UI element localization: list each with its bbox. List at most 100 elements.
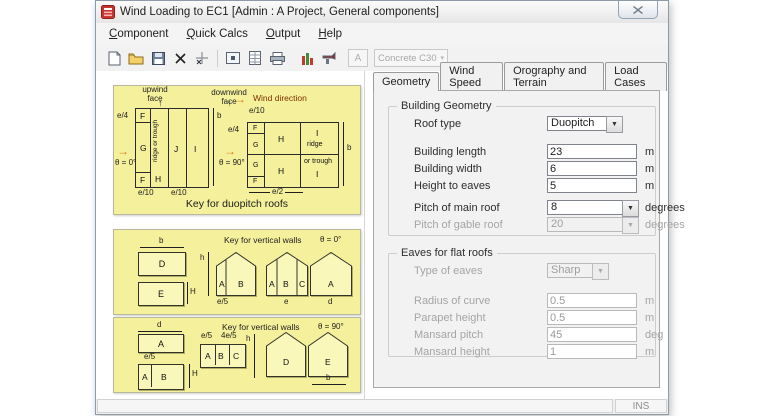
preview-button[interactable] [222,48,244,68]
parapet-height-label: Parapet height [414,312,486,324]
ridge-label: ridge [307,141,323,148]
geometry-tab-panel: Building Geometry Roof type Duopitch ▼ B… [373,90,685,388]
roof-type-combo[interactable]: Duopitch ▼ [547,116,623,133]
open-button[interactable] [125,48,147,68]
tab-wind-speed[interactable]: Wind Speed [440,62,504,91]
delete-point-button[interactable] [191,48,213,68]
window-title: Wind Loading to EC1 [Admin : A Project, … [120,6,439,18]
tab-geometry[interactable]: Geometry [373,72,440,91]
building-length-unit: m [645,146,655,158]
dim-label: e/10 [138,188,154,197]
radius-of-curve-unit: m [645,295,655,307]
house-outline [266,332,306,377]
client-area: → Wind direction upwind face ↑ downwind … [96,62,685,399]
up-arrow-icon: ↑ [158,98,163,108]
dim-label: H [190,287,196,296]
delete-point-icon [196,52,208,65]
height-to-eaves-label: Height to eaves [414,180,491,192]
dim-label: e/5 [217,297,229,306]
building-length-label: Building length [414,146,487,158]
ridge-or-trough-label: ridge or trough [152,119,159,163]
menu-component[interactable]: Component [109,28,169,40]
zone-label: D [158,259,166,269]
close-button[interactable] [618,1,658,19]
chart-button[interactable] [296,48,318,68]
dim-line [187,282,188,304]
menu-quick-calcs[interactable]: Quick Calcs [186,28,248,40]
parapet-height-unit: m [645,312,655,324]
material-combo[interactable]: Concrete C30 ▾ [374,49,448,67]
walls-key-caption: Key for vertical walls [224,235,302,245]
roof-type-label: Roof type [414,118,462,130]
zone-label: B [161,372,167,382]
title-bar: Wind Loading to EC1 [Admin : A Project, … [96,1,668,24]
chevron-down-icon[interactable]: ▼ [622,200,639,217]
status-bar: INS [97,399,667,413]
building-width-unit: m [645,163,655,175]
datasheet-button[interactable] [244,48,266,68]
zone-label: G [140,143,147,153]
preview-icon [226,52,240,64]
zone-label: B [283,279,289,289]
save-button[interactable] [147,48,169,68]
wall-zone-abc: A B C [200,344,246,368]
zone-label: F [253,178,258,185]
type-of-eaves-label: Type of eaves [414,265,483,277]
dim-line [213,108,214,186]
open-icon [128,53,144,64]
dim-label: e [284,297,289,306]
zone-label: D [283,357,290,367]
dim-label: e/5 [201,331,213,340]
building-geometry-group: Building Geometry Roof type Duopitch ▼ B… [388,100,685,236]
walls-key-caption: Key for vertical walls [222,322,300,332]
pitch-main-roof-unit: degrees [645,202,685,214]
dim-label: h [246,334,251,343]
zone-label: B [218,351,224,361]
dim-label: 4e/5 [221,331,237,340]
menu-bar: Component Quick Calcs Output Help [96,23,668,46]
wall-zone-d: D [138,252,186,276]
chart-icon [301,52,313,65]
dim-line [312,384,346,385]
radius-of-curve-input [547,293,637,308]
dim-label: e/10 [171,188,187,197]
zone-label: H [155,174,162,184]
tab-load-cases[interactable]: Load Cases [605,62,667,91]
dim-line [140,247,184,248]
menu-output[interactable]: Output [265,28,301,40]
eaves-flat-roofs-group: Eaves for flat roofs Type of eaves Sharp… [388,247,663,359]
house-outline [266,252,308,296]
dim-label: e/4 [228,125,240,134]
tab-orography-and-terrain[interactable]: Orography and Terrain [504,62,605,91]
delete-icon [174,52,186,64]
height-to-eaves-input[interactable] [547,178,637,193]
dim-label: b [217,111,222,120]
save-icon [151,51,165,65]
zone-label: A [219,279,225,289]
downwind-face-label: downwind face [211,88,247,106]
building-width-input[interactable] [547,161,637,176]
new-icon [108,51,120,65]
zone-label: E [157,289,164,299]
zone-label: A [142,372,148,382]
building-length-input[interactable] [547,144,637,159]
delete-button[interactable] [169,48,191,68]
tab-strip: Geometry Wind Speed Orography and Terrai… [373,62,668,91]
app-window: Wind Loading to EC1 [Admin : A Project, … [95,0,685,415]
close-icon [633,5,643,14]
zone-label: J [174,144,179,154]
zone-label: I [316,128,319,138]
upwind-face-label: upwind face [142,85,168,103]
chevron-down-icon[interactable]: ▼ [606,116,623,133]
dim-line [254,334,255,378]
menu-help[interactable]: Help [318,28,343,40]
pitch-main-roof-combo[interactable]: 8 ▼ [547,200,639,217]
pitch-gable-roof-value: 20 [547,217,623,232]
new-button[interactable] [103,48,125,68]
print-button[interactable] [266,48,288,68]
dim-label: h [200,253,205,262]
group-title: Building Geometry [397,100,496,112]
text-style-button[interactable]: A [348,49,368,67]
annotate-button[interactable] [318,48,340,68]
ins-indicator: INS [632,400,650,412]
